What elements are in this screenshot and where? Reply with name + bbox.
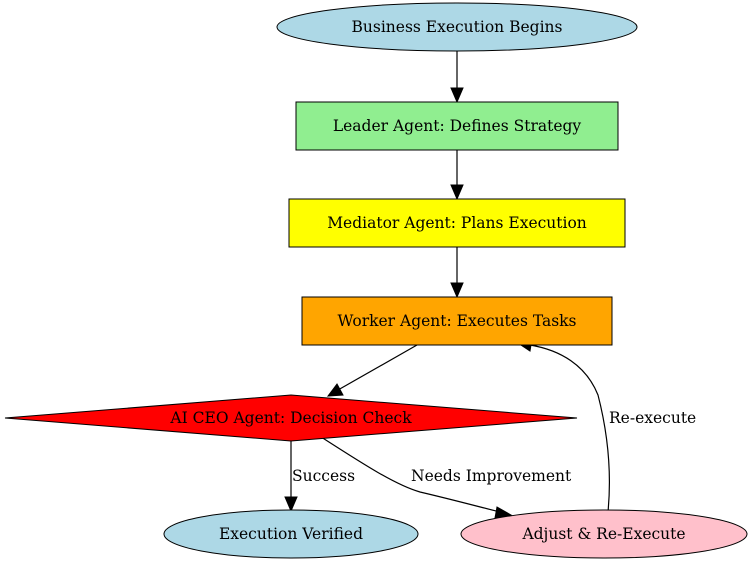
node-business-execution-begins: Business Execution Begins — [276, 2, 638, 52]
edge-label-re-execute: Re-execute — [609, 409, 696, 427]
edge-label-needs-improvement: Needs Improvement — [411, 467, 572, 485]
edges — [284, 51, 610, 519]
edge-decision-to-adjust — [317, 434, 513, 519]
edge-decision-to-verified — [284, 441, 298, 513]
edge-label-success: Success — [292, 467, 355, 485]
verified-ellipse — [163, 509, 419, 559]
node-ai-ceo-decision: AI CEO Agent: Decision Check — [4, 394, 578, 442]
adjust-ellipse — [460, 509, 748, 559]
decision-diamond — [4, 394, 578, 442]
leader-label: Leader Agent: Defines Strategy — [333, 117, 582, 135]
node-worker-agent: Worker Agent: Executes Tasks — [301, 296, 613, 346]
edge-start-to-leader — [450, 51, 464, 104]
edge-worker-to-decision — [326, 344, 418, 397]
start-ellipse — [276, 2, 638, 52]
start-label: Business Execution Begins — [352, 18, 563, 36]
node-mediator-agent: Mediator Agent: Plans Execution — [288, 198, 626, 248]
mediator-box — [288, 198, 626, 248]
worker-box — [301, 296, 613, 346]
node-leader-agent: Leader Agent: Defines Strategy — [295, 101, 619, 151]
edge-mediator-to-worker — [450, 247, 464, 299]
edge-leader-to-mediator — [450, 150, 464, 201]
verified-label: Execution Verified — [219, 525, 363, 543]
edge-labels: Success Needs Improvement Re-execute — [292, 409, 696, 485]
adjust-label: Adjust & Re-Execute — [521, 525, 685, 543]
decision-label: AI CEO Agent: Decision Check — [169, 409, 412, 427]
nodes: Business Execution Begins Leader Agent: … — [4, 2, 748, 559]
leader-box — [295, 101, 619, 151]
worker-label: Worker Agent: Executes Tasks — [337, 312, 576, 330]
edge-adjust-to-worker — [516, 338, 610, 513]
mediator-label: Mediator Agent: Plans Execution — [327, 214, 587, 232]
node-execution-verified: Execution Verified — [163, 509, 419, 559]
node-adjust-re-execute: Adjust & Re-Execute — [460, 509, 748, 559]
